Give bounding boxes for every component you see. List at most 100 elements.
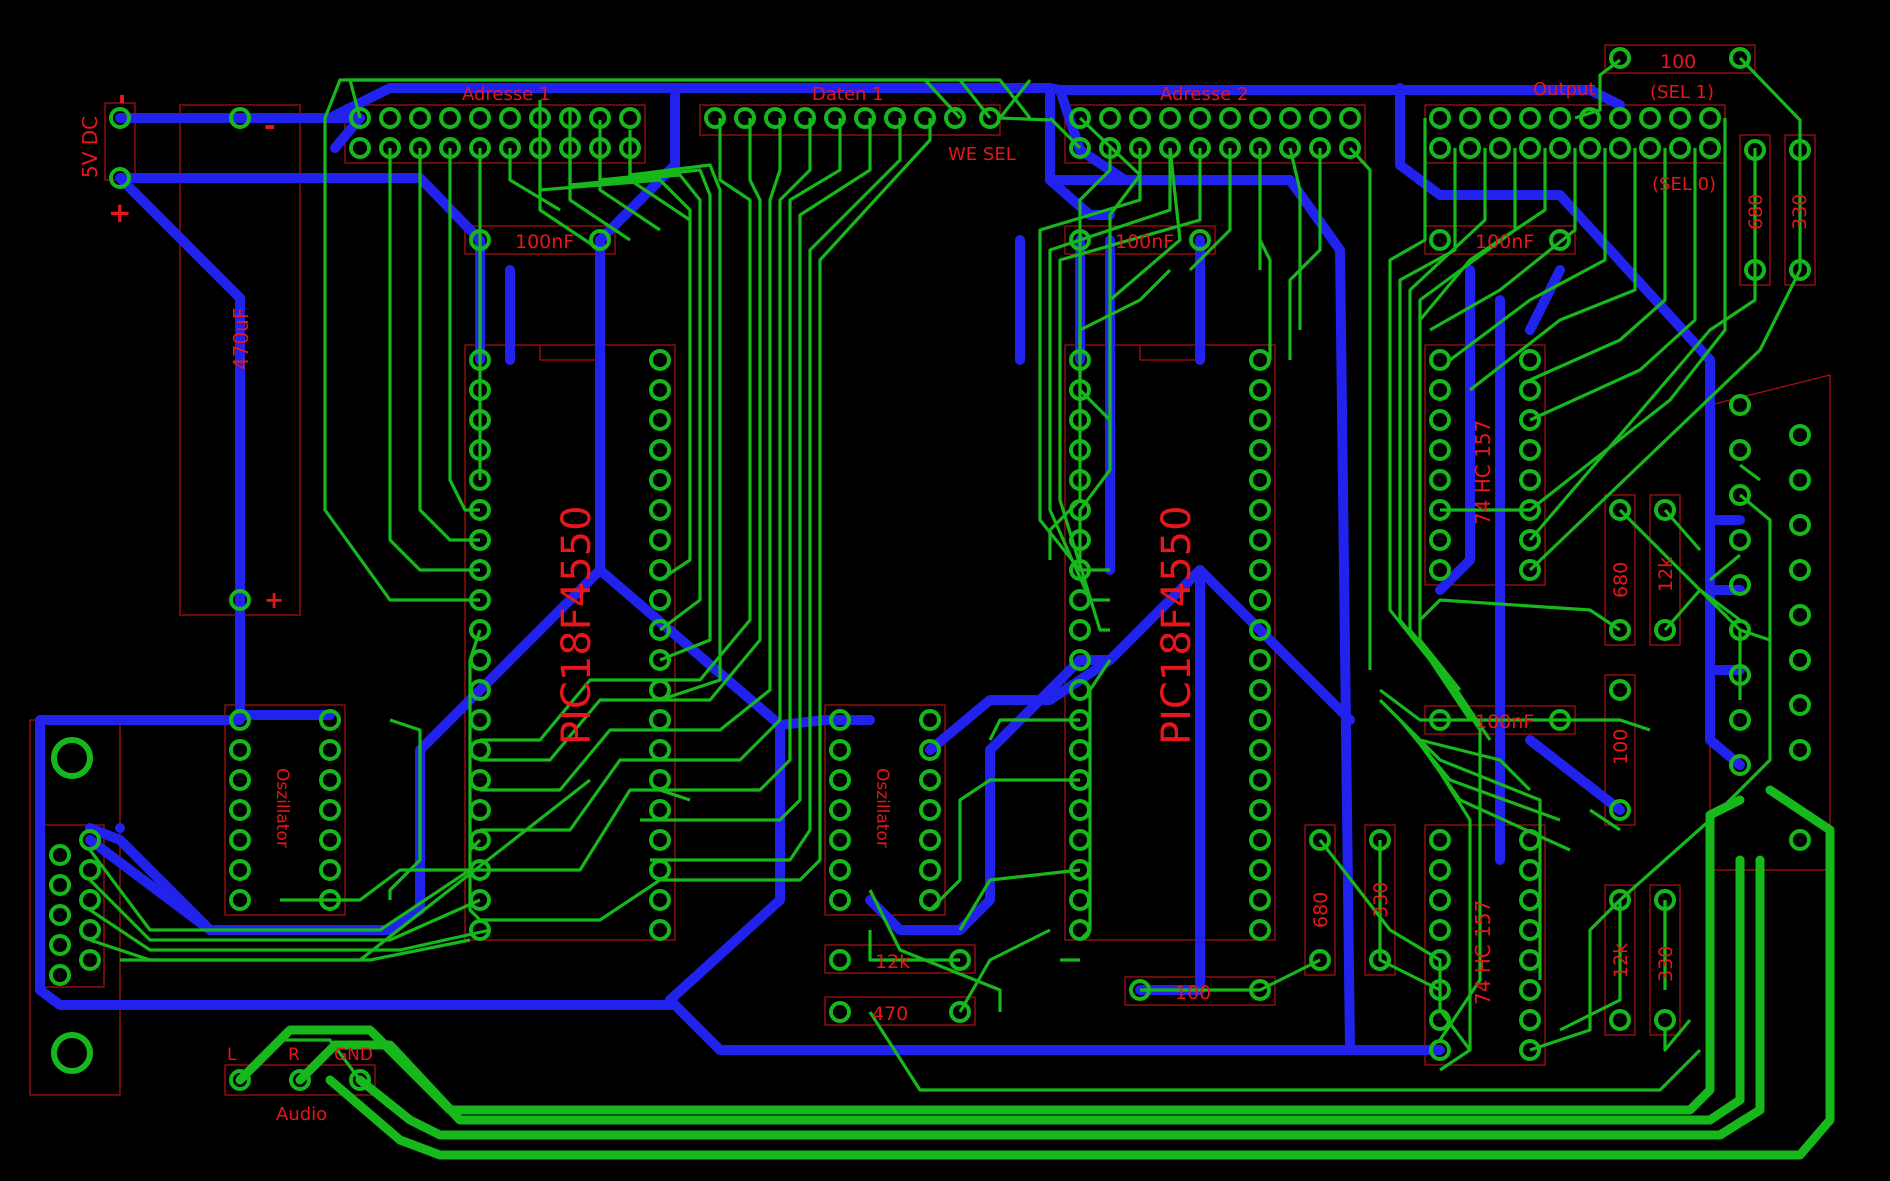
- pad: [1429, 709, 1451, 731]
- pad: [1129, 137, 1151, 159]
- pad: [1609, 499, 1631, 521]
- pad: [1699, 107, 1721, 129]
- label-r-330-a: 330: [1789, 194, 1811, 230]
- pad: [319, 769, 341, 791]
- pad: [649, 379, 671, 401]
- label-header-output: Output: [1533, 79, 1596, 100]
- pad: [229, 859, 251, 881]
- pad: [829, 949, 851, 971]
- pad: [379, 137, 401, 159]
- pad: [1729, 439, 1751, 461]
- pad: [469, 137, 491, 159]
- pad: [949, 1001, 971, 1023]
- pad: [1669, 137, 1691, 159]
- pad: [829, 859, 851, 881]
- pad: [1789, 829, 1811, 851]
- pad: [1429, 499, 1451, 521]
- pad: [649, 499, 671, 521]
- pad: [1519, 889, 1541, 911]
- pad: [1729, 47, 1751, 69]
- pad: [439, 107, 461, 129]
- pad: [469, 379, 491, 401]
- label-r-330-b: 330: [1655, 946, 1677, 982]
- pad: [649, 889, 671, 911]
- pad: [1189, 137, 1211, 159]
- pad: [919, 829, 941, 851]
- pad: [1069, 349, 1091, 371]
- pad: [1639, 137, 1661, 159]
- pad: [319, 799, 341, 821]
- pad: [349, 137, 371, 159]
- pad: [469, 469, 491, 491]
- pad: [1519, 829, 1541, 851]
- label-r-12k-a: 12k: [1655, 557, 1677, 592]
- pad: [229, 1069, 251, 1091]
- label-audio-gnd: GND: [334, 1045, 373, 1065]
- pad: [589, 107, 611, 129]
- pad: [469, 709, 491, 731]
- component-outlines: [29, 44, 1831, 1096]
- pad: [1519, 107, 1541, 129]
- pad: [1069, 379, 1091, 401]
- label-r-top-100: 100: [1660, 51, 1696, 73]
- pad: [649, 919, 671, 941]
- pad: [469, 769, 491, 791]
- label-mux1: 74 HC 157: [1471, 420, 1495, 525]
- pad: [1729, 394, 1751, 416]
- pad: [229, 589, 251, 611]
- pad: [1519, 949, 1541, 971]
- pad: [1309, 949, 1331, 971]
- pad: [319, 889, 341, 911]
- label-sel0: (SEL 0): [1652, 174, 1716, 195]
- pad: [79, 919, 101, 941]
- pad: [1429, 439, 1451, 461]
- pad: [1789, 559, 1811, 581]
- label-cap-minus: -: [264, 109, 276, 142]
- pad: [1549, 137, 1571, 159]
- pad: [1429, 1009, 1451, 1031]
- pad: [1729, 484, 1751, 506]
- pad: [1489, 107, 1511, 129]
- pad: [1069, 919, 1091, 941]
- pad: [1069, 649, 1091, 671]
- pad: [229, 709, 251, 731]
- pad: [919, 859, 941, 881]
- pad: [1729, 574, 1751, 596]
- pad: [409, 137, 431, 159]
- pad: [1489, 137, 1511, 159]
- pad: [1519, 1009, 1541, 1031]
- pad: [1429, 559, 1451, 581]
- pad: [1519, 559, 1541, 581]
- label-r-470-h: 470: [872, 1003, 908, 1025]
- pad: [1519, 1039, 1541, 1061]
- pad: [319, 829, 341, 851]
- pad: [1249, 589, 1271, 611]
- label-cap3: 100nF: [1475, 231, 1534, 253]
- pad: [229, 889, 251, 911]
- label-power-plus: +: [108, 196, 131, 229]
- pad: [1309, 829, 1331, 851]
- pad: [1069, 829, 1091, 851]
- pad: [1609, 107, 1631, 129]
- pad: [1249, 649, 1271, 671]
- pad: [1189, 229, 1211, 251]
- pad: [1309, 137, 1331, 159]
- pad: [229, 739, 251, 761]
- pad: [289, 1069, 311, 1091]
- pad: [1789, 649, 1811, 671]
- pad: [1609, 799, 1631, 821]
- pad: [949, 949, 971, 971]
- pad: [829, 1001, 851, 1023]
- pad: [944, 107, 966, 129]
- pad: [319, 709, 341, 731]
- pad: [649, 559, 671, 581]
- pad: [1249, 499, 1271, 521]
- pad: [1609, 889, 1631, 911]
- pad: [1249, 919, 1271, 941]
- pad: [1249, 829, 1271, 851]
- label-r-680-b: 680: [1610, 562, 1632, 598]
- label-audio: Audio: [276, 1104, 327, 1125]
- pad: [1789, 469, 1811, 491]
- pad: [1069, 589, 1091, 611]
